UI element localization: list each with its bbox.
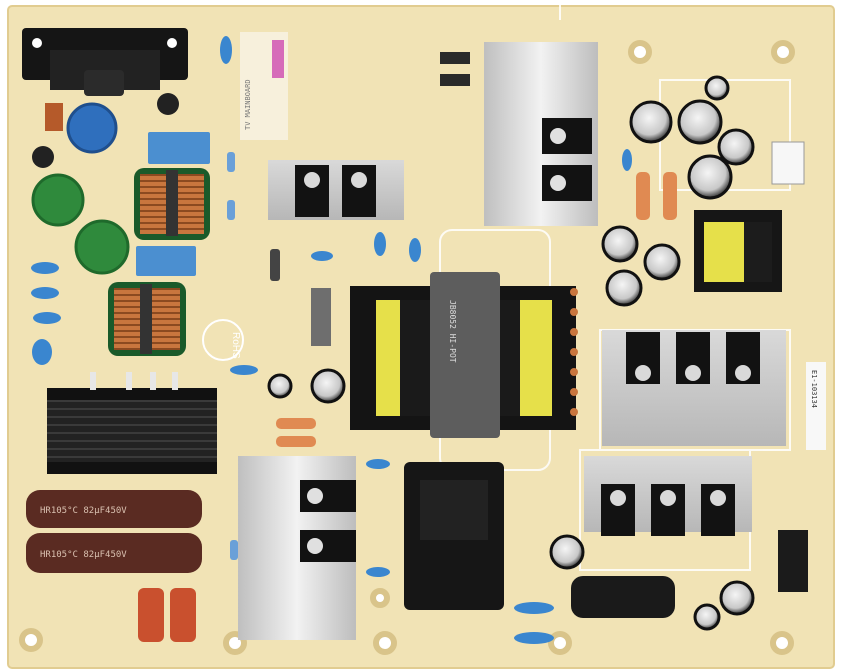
grey-inductor [311,288,331,346]
label-sticker: TV MAINBOARD [240,32,288,140]
main-transformer: JB8052 HI-POT [350,272,578,438]
side-label-text: E1-103134 [810,370,818,408]
cap-marking-1: HR105°C 82μF450V [40,506,127,516]
bulk-capacitors: HR105°C 82μF450V HR105°C 82μF450V [26,490,202,573]
silk-label: TV MAINBOARD [244,79,252,130]
bridge-heatsink [47,372,217,474]
heatsink-top-right [484,42,598,226]
heatsink-top-left [268,160,404,220]
connectors [440,52,808,592]
x-cap-2 [136,246,196,276]
common-mode-choke-2 [108,282,186,356]
film-caps [138,588,196,642]
cap-marking-2: HR105°C 82μF450V [40,550,127,560]
inductor-small-2 [32,146,54,168]
y-caps-blue [31,36,632,644]
transformer-label: JB8052 HI-POT [448,300,457,363]
rohs-mark: RoHS [202,319,244,361]
heatsink-bottom-left [238,456,356,640]
pfc-inductor [404,462,504,610]
green-varistors [31,173,130,275]
varistor-blue [66,102,118,154]
fuse-resistor [45,103,63,131]
electrolytic-caps [267,75,755,631]
common-mode-choke-1 [134,168,210,240]
inductor-small-1 [157,93,179,115]
horizontal-cap [571,576,675,618]
ac-inlet-connector [22,28,188,96]
mounting-holes [19,40,795,655]
standby-transformer [694,210,782,292]
side-label: E1-103134 [806,362,826,450]
heatsink-mid-right [602,330,786,446]
x-cap-1 [148,132,210,164]
resistors [227,152,677,560]
heatsink-bottom-right [584,456,752,536]
rohs-text: RoHS [230,332,241,359]
